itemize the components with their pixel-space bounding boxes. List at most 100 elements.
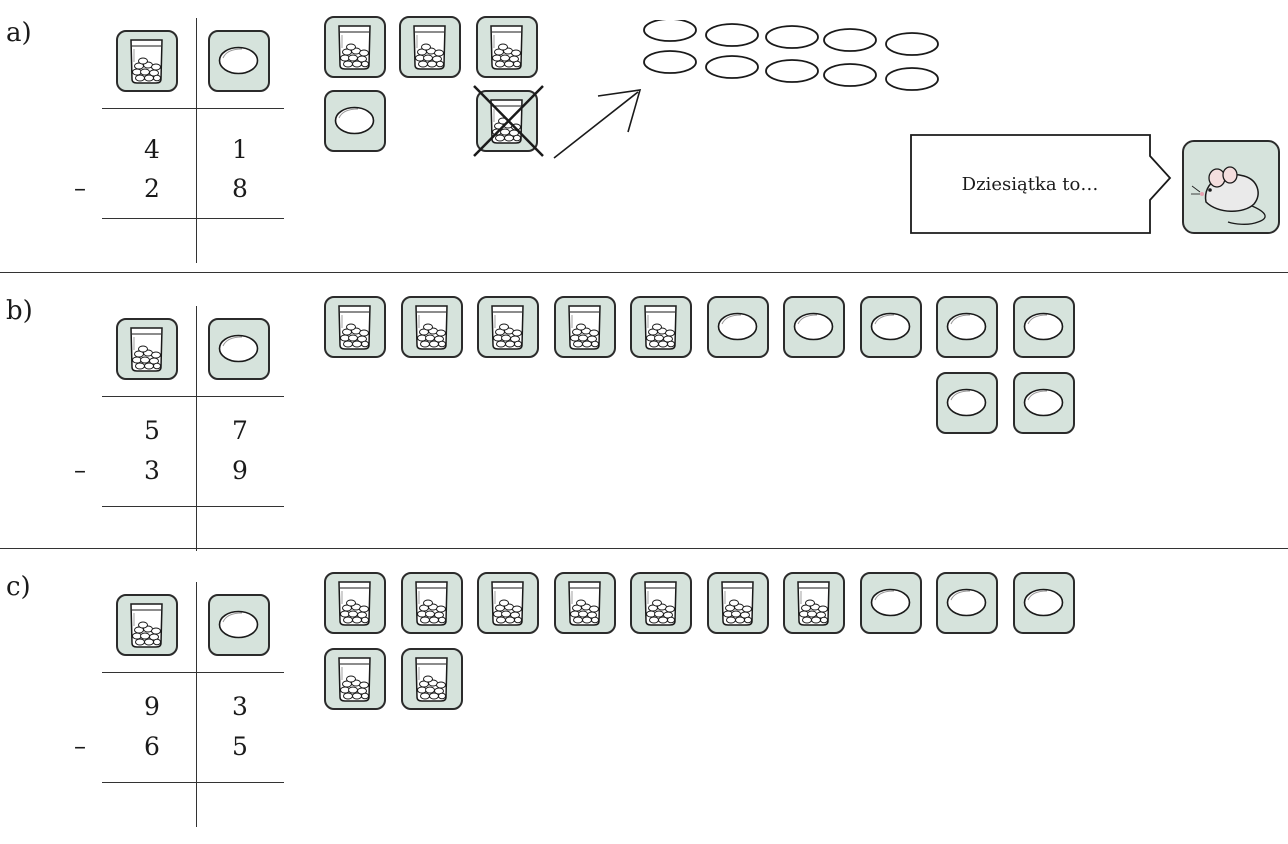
place-value-table: 9 3 – 6 5 — [88, 582, 298, 832]
bag-icon — [632, 574, 689, 631]
coin-icon — [938, 374, 995, 431]
result-ones-answer[interactable] — [225, 516, 255, 546]
coin-icon — [644, 20, 696, 41]
bag-tile — [324, 16, 386, 78]
coin-icon — [1015, 298, 1072, 355]
coin-icon — [824, 29, 876, 51]
exercise-a: a) 4 1 – 2 8 — [0, 18, 1288, 290]
bag-icon — [479, 298, 536, 355]
coin-tile — [936, 296, 998, 358]
column-divider — [196, 18, 197, 263]
bag-icon — [556, 298, 613, 355]
coin-icon — [862, 298, 919, 355]
bag-icon — [478, 18, 535, 75]
coin-icon — [706, 56, 758, 78]
coin-icon — [1015, 374, 1072, 431]
tens-bottom-digit: 2 — [137, 174, 167, 203]
column-divider — [196, 306, 197, 551]
coin-icon — [766, 26, 818, 48]
bag-tile — [707, 572, 769, 634]
place-value-table: 5 7 – 3 9 — [88, 306, 298, 556]
coin-icon — [1015, 574, 1072, 631]
bag-tile — [630, 572, 692, 634]
section-divider — [0, 548, 1288, 549]
tens-header-tile — [116, 318, 178, 380]
mouse-icon — [1184, 142, 1277, 231]
tens-bottom-digit: 3 — [137, 456, 167, 485]
ones-header-tile — [208, 594, 270, 656]
coin-tile — [324, 90, 386, 152]
loose-coins-group — [640, 20, 950, 104]
coin-tile — [783, 296, 845, 358]
result-rule — [102, 506, 284, 507]
minus-sign: – — [74, 732, 86, 760]
speech-bubble-text: Dziesiątka to… — [930, 174, 1130, 195]
exercise-label: c) — [6, 572, 31, 602]
minus-sign: – — [74, 456, 86, 484]
result-rule — [102, 782, 284, 783]
column-divider — [196, 582, 197, 827]
bag-tile — [477, 572, 539, 634]
result-tens-answer[interactable] — [137, 792, 167, 822]
tens-top-digit: 5 — [137, 416, 167, 445]
result-ones-answer[interactable] — [225, 792, 255, 822]
coin-icon — [210, 320, 267, 377]
bag-icon — [326, 298, 383, 355]
coin-icon — [210, 596, 267, 653]
coin-icon — [886, 68, 938, 90]
bag-tile — [476, 16, 538, 78]
bag-tile — [554, 296, 616, 358]
coin-icon — [886, 33, 938, 55]
coin-icon — [938, 574, 995, 631]
result-ones-answer[interactable] — [225, 228, 255, 258]
ones-top-digit: 7 — [225, 416, 255, 445]
tens-top-digit: 4 — [137, 135, 167, 164]
coin-icon — [862, 574, 919, 631]
bag-tile — [401, 296, 463, 358]
result-tens-answer[interactable] — [137, 228, 167, 258]
crossed-bag-tile — [476, 90, 538, 152]
bag-icon — [403, 650, 460, 707]
bag-icon — [118, 320, 175, 377]
coin-icon — [706, 24, 758, 46]
header-rule — [102, 672, 284, 673]
bag-icon — [403, 298, 460, 355]
coin-icon — [938, 298, 995, 355]
exercise-label: b) — [6, 296, 33, 326]
tens-bottom-digit: 6 — [137, 732, 167, 761]
bag-icon — [326, 650, 383, 707]
coin-icon — [766, 60, 818, 82]
bag-tile — [477, 296, 539, 358]
bag-tile — [401, 572, 463, 634]
bag-tile — [324, 572, 386, 634]
bag-icon — [401, 18, 458, 75]
minus-sign: – — [74, 174, 86, 202]
result-rule — [102, 218, 284, 219]
result-tens-answer[interactable] — [137, 516, 167, 546]
bag-icon — [785, 574, 842, 631]
ones-top-digit: 1 — [225, 135, 255, 164]
ones-bottom-digit: 8 — [225, 174, 255, 203]
coin-icon — [644, 51, 696, 73]
header-rule — [102, 108, 284, 109]
bag-icon — [556, 574, 613, 631]
coin-icon — [326, 92, 383, 149]
speech-bubble: Dziesiątka to… — [910, 134, 1160, 234]
bag-icon — [632, 298, 689, 355]
bag-icon — [479, 574, 536, 631]
coin-icon — [709, 298, 766, 355]
exercise-b: b) 5 7 – 3 9 — [0, 296, 1288, 568]
ones-bottom-digit: 5 — [225, 732, 255, 761]
coin-tile — [860, 572, 922, 634]
bag-tile — [324, 296, 386, 358]
header-rule — [102, 396, 284, 397]
bag-icon — [326, 574, 383, 631]
coin-tile — [1013, 372, 1075, 434]
bag-tile — [630, 296, 692, 358]
coin-icon — [210, 32, 267, 89]
ones-header-tile — [208, 318, 270, 380]
bag-icon — [326, 18, 383, 75]
tens-header-tile — [116, 594, 178, 656]
section-divider — [0, 272, 1288, 273]
bag-icon — [403, 574, 460, 631]
